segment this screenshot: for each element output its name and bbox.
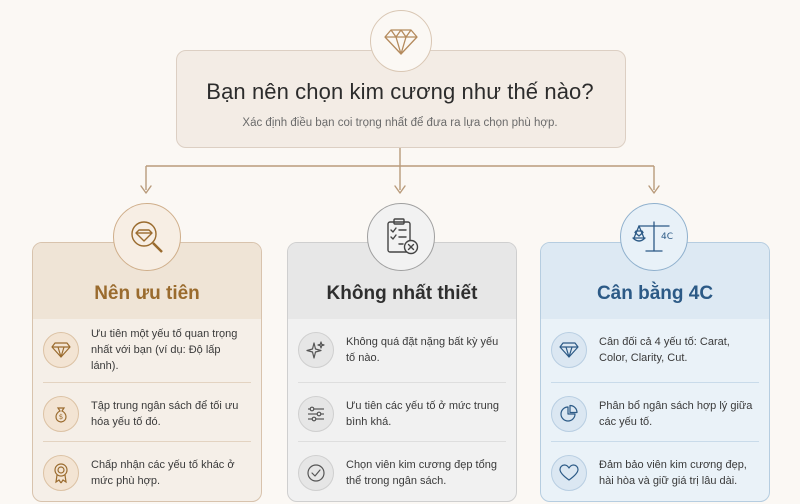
item-text: Phân bổ ngân sách hợp lý giữa các yếu tố… xyxy=(599,400,753,428)
diamond-search-icon xyxy=(113,203,181,271)
sparkle-icon xyxy=(298,332,334,368)
divider xyxy=(43,382,251,383)
column-title: Cân bằng 4C xyxy=(596,283,714,304)
scale-label: 4C xyxy=(661,232,673,242)
list-item: Không quá đặt nặng bất kỳ yếu tố nào. xyxy=(288,319,516,381)
list-item: Đảm bảo viên kim cương đẹp, hài hòa và g… xyxy=(541,442,769,504)
pie-chart-icon xyxy=(551,396,587,432)
item-text: Đảm bảo viên kim cương đẹp, hài hòa và g… xyxy=(599,459,747,487)
item-text: Không quá đặt nặng bất kỳ yếu tố nào. xyxy=(346,336,499,364)
list-item: $ Tập trung ngân sách để tối ưu hóa yếu … xyxy=(33,383,261,445)
list-item: Cân đối cả 4 yếu tố: Carat, Color, Clari… xyxy=(541,319,769,381)
divider xyxy=(298,441,506,442)
divider xyxy=(43,441,251,442)
list-item: Ưu tiên một yếu tố quan trọng nhất với b… xyxy=(33,319,261,381)
item-text: Cân đối cả 4 yếu tố: Carat, Color, Clari… xyxy=(599,336,730,364)
diamond-icon xyxy=(551,332,587,368)
item-text: Ưu tiên các yếu tố ở mức trung bình khá. xyxy=(346,400,499,428)
divider xyxy=(298,382,506,383)
column-title: Nên ưu tiên xyxy=(94,283,200,304)
page-subtitle: Xác định điều bạn coi trọng nhất để đưa … xyxy=(242,117,558,129)
list-item: Ưu tiên các yếu tố ở mức trung bình khá. xyxy=(288,383,516,445)
item-text: Tập trung ngân sách để tối ưu hóa yếu tố… xyxy=(91,400,239,428)
check-circle-icon xyxy=(298,455,334,491)
column-balance-4c: Cân bằng 4C Cân đối cả 4 yếu tố: Carat, … xyxy=(540,242,770,502)
sliders-icon xyxy=(298,396,334,432)
checklist-x-icon xyxy=(367,203,435,271)
award-ribbon-icon xyxy=(43,455,79,491)
heart-icon xyxy=(551,455,587,491)
diamond-icon xyxy=(370,10,432,72)
list-item: Phân bổ ngân sách hợp lý giữa các yếu tố… xyxy=(541,383,769,445)
money-bag-icon: $ xyxy=(43,396,79,432)
divider xyxy=(551,441,759,442)
column-title: Không nhất thiết xyxy=(326,283,478,304)
balance-scale-icon: 4C xyxy=(620,203,688,271)
list-item: Chấp nhận các yếu tố khác ở mức phù hợp. xyxy=(33,442,261,504)
column-not-necessary: Không nhất thiết Không quá đặt nặng bất … xyxy=(287,242,517,502)
page-title: Bạn nên chọn kim cương như thế nào? xyxy=(206,79,594,104)
list-item: Chọn viên kim cương đẹp tổng thể trong n… xyxy=(288,442,516,504)
svg-text:$: $ xyxy=(59,413,63,421)
column-priority: Nên ưu tiên Ưu tiên một yếu tố quan trọn… xyxy=(32,242,262,502)
item-text: Ưu tiên một yếu tố quan trọng nhất với b… xyxy=(91,328,238,372)
item-text: Chọn viên kim cương đẹp tổng thể trong n… xyxy=(346,459,497,487)
divider xyxy=(551,382,759,383)
item-text: Chấp nhận các yếu tố khác ở mức phù hợp. xyxy=(91,459,235,487)
diamond-icon xyxy=(43,332,79,368)
